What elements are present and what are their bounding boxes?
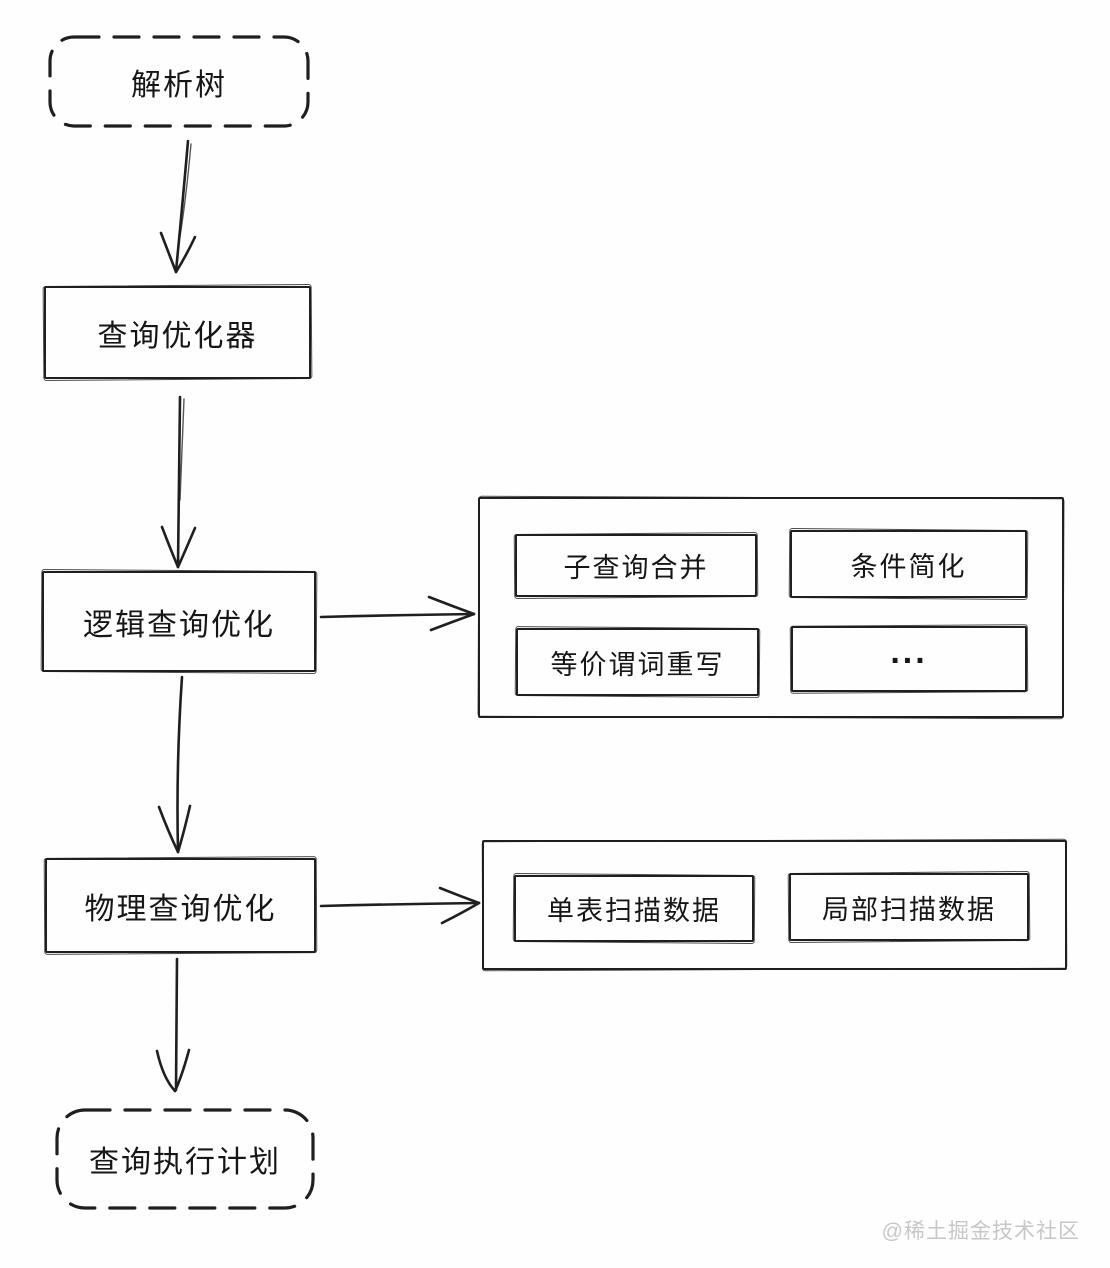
panel-item-subquery-merge: 子查询合并: [515, 534, 757, 597]
panel-item-partial-scan-label: 局部扫描数据: [822, 894, 996, 925]
panel-item-subquery-merge-label: 子查询合并: [563, 553, 709, 583]
node-query-optimizer: 查询优化器: [44, 286, 311, 379]
arrow-logical-to-panel: [319, 595, 476, 632]
node-execution-plan-label: 查询执行计划: [89, 1146, 281, 1179]
node-physical-optimization-label: 物理查询优化: [84, 892, 277, 926]
panel-item-single-table-scan: 单表扫描数据: [514, 875, 754, 942]
panel-item-condition-simplify: 条件简化: [790, 530, 1027, 598]
arrow-physical-to-plan: [155, 957, 191, 1093]
node-logical-optimization: 逻辑查询优化: [42, 571, 316, 672]
node-parse-tree-label: 解析树: [131, 68, 227, 102]
parse-tree-node-border: [48, 35, 310, 128]
node-logical-optimization-label: 逻辑查询优化: [83, 608, 275, 642]
arrow-parse-to-optimizer: [159, 139, 197, 274]
panel-item-condition-simplify-label: 条件简化: [850, 551, 967, 582]
arrow-optimizer-to-logical: [160, 395, 197, 569]
node-physical-optimization: 物理查询优化: [45, 858, 316, 953]
panel-item-predicate-rewrite-label: 等价谓词重写: [550, 649, 725, 680]
node-parse-tree: 解析树: [48, 36, 310, 127]
physical-optimization-panel: 单表扫描数据 局部扫描数据: [482, 840, 1067, 970]
logical-optimization-panel: 子查询合并 条件简化 等价谓词重写 ...: [478, 497, 1064, 718]
panel-item-ellipsis-label: ...: [890, 632, 928, 671]
node-execution-plan: 查询执行计划: [56, 1109, 314, 1209]
arrow-logical-to-physical: [157, 675, 192, 854]
arrow-physical-to-panel: [319, 886, 481, 925]
panel-item-single-table-scan-label: 单表扫描数据: [547, 896, 721, 926]
node-query-optimizer-label: 查询优化器: [97, 319, 258, 353]
execution-plan-node-border: [55, 1108, 315, 1210]
panel-item-partial-scan: 局部扫描数据: [789, 873, 1029, 941]
panel-item-ellipsis: ...: [791, 626, 1027, 692]
watermark: @稀土掘金技术社区: [881, 1220, 1080, 1243]
panel-item-predicate-rewrite: 等价谓词重写: [516, 628, 759, 696]
